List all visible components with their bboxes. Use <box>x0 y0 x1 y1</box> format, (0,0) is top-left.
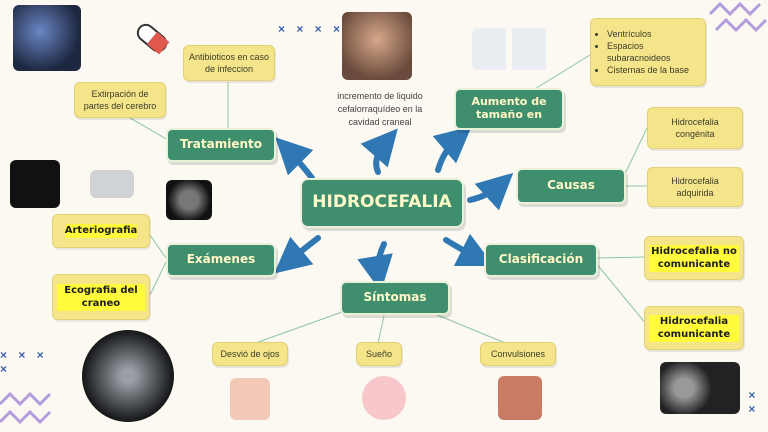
ecografia-label: Ecografia del craneo <box>57 283 145 311</box>
pill-icon <box>136 23 170 55</box>
aumento-item: Cisternas de la base <box>607 64 701 76</box>
branch-aumento: Aumento de tamaño en <box>454 88 564 130</box>
aumento-item: Ventrículos <box>607 28 701 40</box>
brain-ventricles-diagram <box>472 28 552 70</box>
zigzag-decor-bottom-left <box>0 392 52 425</box>
skull-xray-image <box>90 170 134 198</box>
arteriografia-label: Arteriografia <box>64 224 138 238</box>
leaf-extirpacion: Extirpación de partes del cerebro <box>74 82 166 118</box>
brain-scan-images <box>10 160 60 208</box>
comunicante-label: Hidrocefalia comunicante <box>649 314 739 342</box>
baby-head-photo <box>342 12 412 80</box>
branch-sintomas: Síntomas <box>340 281 450 315</box>
leaf-convulsiones: Convulsiones <box>480 342 556 366</box>
branch-clasificacion: Clasificación <box>484 243 598 277</box>
sleeping-baby-icon <box>362 376 406 420</box>
leaf-aumento-list: Ventrículos Espacios subaracnoideos Cist… <box>590 18 706 86</box>
mri-images <box>660 362 740 414</box>
leaf-ecografia: Ecografia del craneo <box>52 274 150 320</box>
ct-scan-image <box>166 180 212 220</box>
branch-tratamiento: Tratamiento <box>166 128 276 162</box>
leaf-no-comunicante: Hidrocefalia no comunicante <box>644 236 744 280</box>
aumento-item: Espacios subaracnoideos <box>607 40 701 64</box>
incremento-text: incremento de liquido cefalorraquídeo en… <box>337 91 423 128</box>
cross-marks-left: × × × × <box>0 348 48 376</box>
convulsion-baby-photo <box>498 376 542 420</box>
no-comunicante-label: Hidrocefalia no comunicante <box>649 244 739 272</box>
branch-examenes: Exámenes <box>166 243 276 277</box>
aumento-list: Ventrículos Espacios subaracnoideos Cist… <box>595 28 701 77</box>
ultrasound-image <box>82 330 174 422</box>
cross-marks-top: × × × × <box>278 22 345 36</box>
surgery-photo <box>13 5 81 71</box>
leaf-arteriografia: Arteriografia <box>52 214 150 248</box>
leaf-congenita: Hidrocefalia congénita <box>647 107 743 149</box>
leaf-adquirida: Hidrocefalia adquirida <box>647 167 743 207</box>
baby-eyes-photo <box>230 378 270 420</box>
leaf-desvio-ojos: Desvió de ojos <box>212 342 288 366</box>
leaf-antibioticos: Antibioticos en caso de infeccion <box>183 45 275 81</box>
central-node-hidrocefalia: HIDROCEFALIA <box>300 178 464 228</box>
leaf-comunicante: Hidrocefalia comunicante <box>644 306 744 350</box>
leaf-sueno: Sueño <box>356 342 402 366</box>
branch-causas: Causas <box>516 168 626 204</box>
zigzag-decor-top-right <box>708 1 768 33</box>
